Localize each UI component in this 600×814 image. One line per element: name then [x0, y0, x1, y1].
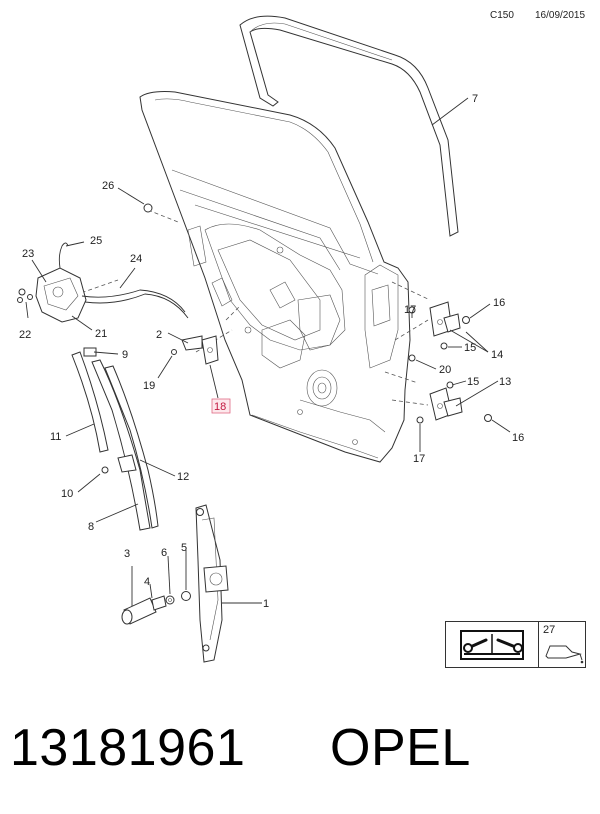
handle-bracket [171, 335, 219, 365]
callout-25: 25 [90, 235, 102, 247]
callout-18: 18 [214, 401, 226, 413]
callout-18-highlight: 18 [211, 398, 231, 414]
callout-1: 1 [263, 598, 269, 610]
callout-2: 2 [156, 329, 162, 341]
callout-9: 9 [122, 349, 128, 361]
part-number: 13181961 [10, 719, 246, 777]
callout-5: 5 [181, 542, 187, 554]
callout-labels: 1 2 3 4 5 6 7 8 9 10 11 12 13 14 15 15 1… [19, 93, 524, 610]
callout-15-upper: 15 [464, 342, 476, 354]
footer: 13181961 OPEL [10, 718, 590, 782]
callout-leaders [25, 97, 511, 606]
legend-box: 27 [445, 621, 586, 668]
wrench-book-icon [460, 630, 524, 660]
callout-26: 26 [102, 180, 114, 192]
callout-19: 19 [143, 380, 155, 392]
window-regulator [121, 504, 229, 663]
callout-10: 10 [61, 488, 73, 500]
door-shell [139, 91, 411, 463]
diagram-date: 16/09/2015 [535, 10, 586, 21]
callout-3: 3 [124, 548, 130, 560]
callout-12: 12 [177, 471, 189, 483]
lower-hinge [416, 381, 492, 424]
diagram-code: C150 [490, 10, 514, 21]
legend-item-27: 27 [543, 624, 556, 636]
callout-8: 8 [88, 521, 94, 533]
exploded-door-diagram: 1 2 3 4 5 6 7 8 9 10 11 12 13 14 15 15 1… [17, 15, 524, 663]
callout-20: 20 [439, 364, 451, 376]
callout-7: 7 [472, 93, 478, 105]
callout-6: 6 [161, 547, 167, 559]
callout-15-lower: 15 [467, 376, 479, 388]
callout-23: 23 [22, 248, 34, 260]
callout-17-upper: 17 [404, 304, 416, 316]
callout-24: 24 [130, 253, 142, 265]
callout-17-lower: 17 [413, 453, 425, 465]
callout-4: 4 [144, 576, 150, 588]
glass-run-channels [71, 347, 159, 531]
callout-21: 21 [95, 328, 107, 340]
door-lock-assembly [17, 203, 189, 323]
callout-16-upper: 16 [493, 297, 505, 309]
callout-16-lower: 16 [512, 432, 524, 444]
oil-can-icon [545, 645, 584, 664]
brand-name: OPEL [330, 719, 471, 777]
legend-divider [538, 622, 539, 667]
callout-22: 22 [19, 329, 31, 341]
callout-13: 13 [499, 376, 511, 388]
upper-hinge [408, 301, 470, 362]
callout-14: 14 [491, 349, 503, 361]
callout-11: 11 [50, 431, 61, 443]
door-frame-seal [239, 15, 459, 237]
